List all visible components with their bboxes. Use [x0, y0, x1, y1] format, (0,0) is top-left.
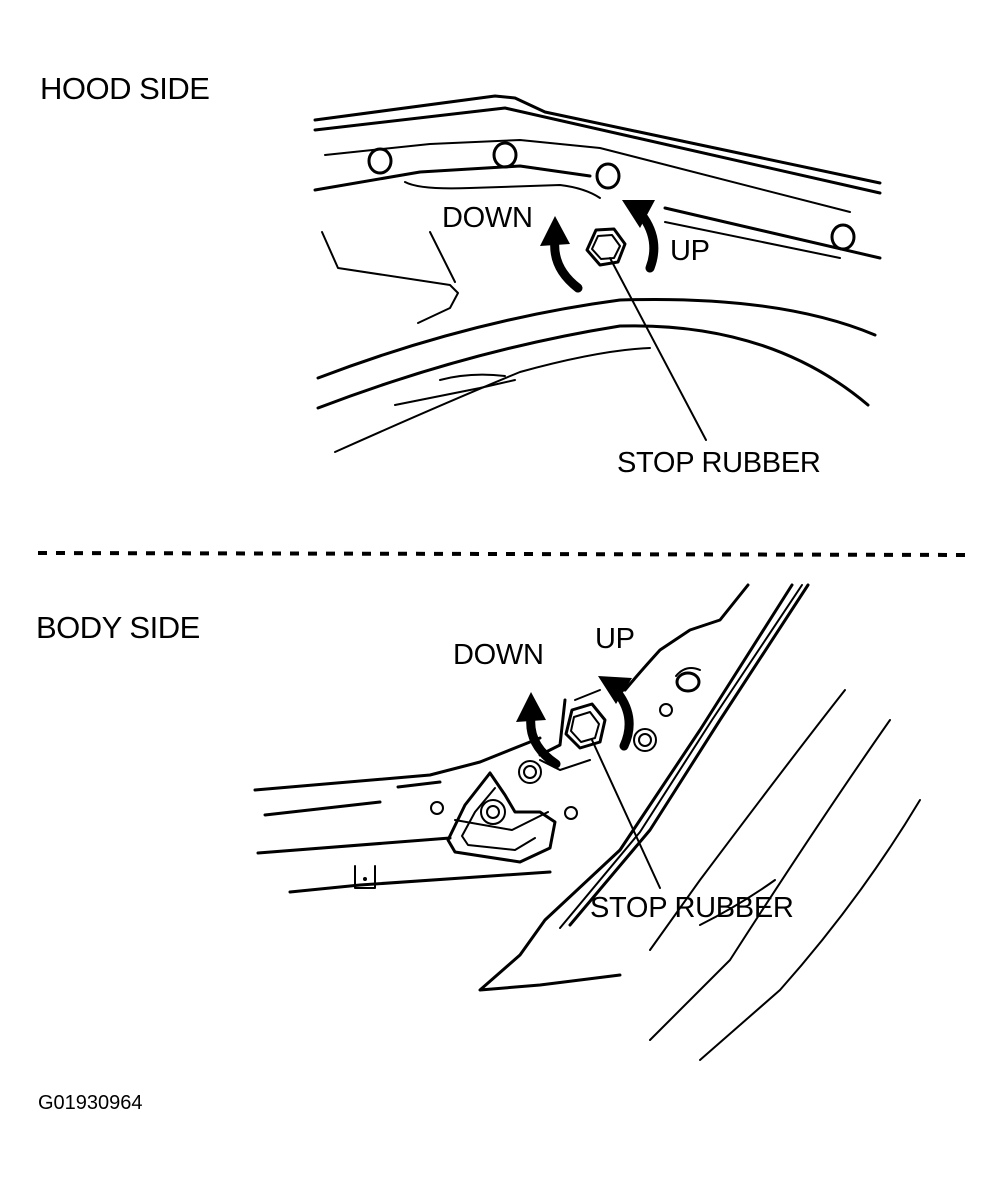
hood-up-label: UP: [670, 235, 710, 267]
hood-stop-rubber-label: STOP RUBBER: [617, 447, 821, 479]
section-divider: [37, 551, 971, 557]
body-leader-line: [591, 739, 661, 889]
hood-hole: [492, 141, 518, 169]
body-up-label: UP: [595, 623, 635, 655]
figure-id: G01930964: [38, 1092, 143, 1114]
body-side-title: BODY SIDE: [36, 610, 200, 645]
hood-up-arrow-icon: [622, 200, 659, 273]
hood-down-arrow-icon: [540, 216, 583, 293]
hood-hole: [595, 162, 621, 190]
body-down-label: DOWN: [453, 639, 544, 671]
body-up-arrow-icon: [598, 676, 634, 751]
hood-panel-drawing: [313, 94, 882, 453]
body-down-arrow-icon: [516, 692, 561, 769]
body-panel-drawing: [253, 583, 921, 1061]
body-stop-rubber-icon: [564, 702, 607, 750]
body-stop-rubber-label: STOP RUBBER: [590, 892, 794, 924]
hood-leader-line: [609, 257, 707, 441]
hood-hole: [367, 147, 393, 175]
hood-down-label: DOWN: [442, 202, 533, 234]
hood-side-title: HOOD SIDE: [40, 71, 210, 106]
hood-stop-rubber-icon: [585, 227, 627, 267]
hood-hole: [830, 223, 856, 251]
